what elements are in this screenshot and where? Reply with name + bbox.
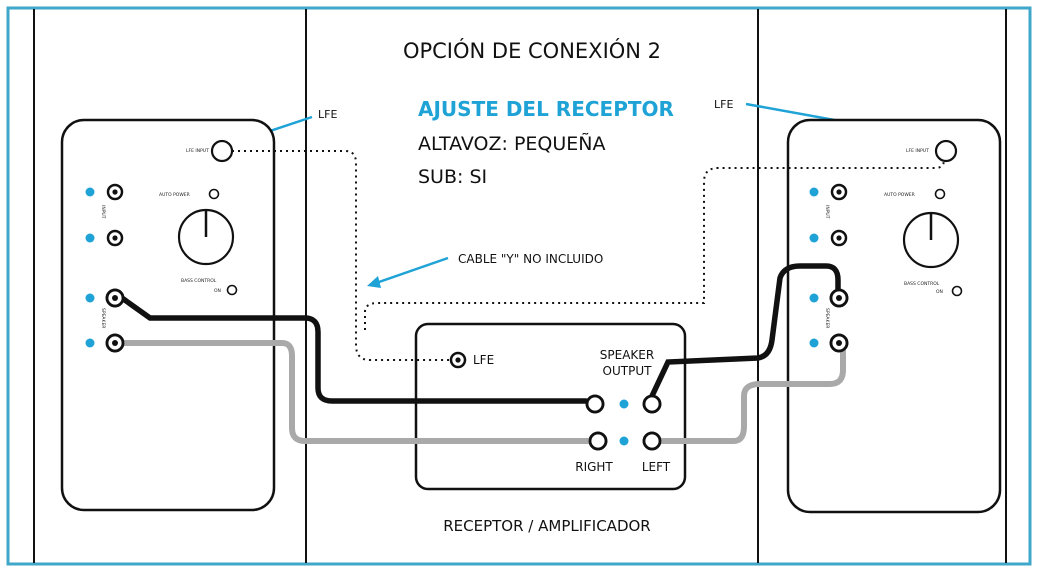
- right-minus-icon: [809, 233, 819, 243]
- right-input-label: INPUT: [824, 205, 830, 219]
- receiver-plus-icon: [619, 399, 629, 409]
- right-input-plus-core: [836, 189, 842, 195]
- right-plus-terminal-top-core: [836, 295, 842, 301]
- left-input-label: INPUT: [100, 205, 106, 219]
- settings-speaker-size: ALTAVOZ: PEQUEÑA: [418, 132, 606, 155]
- left-minus-terminal-top-core: [112, 340, 118, 346]
- right-minus-terminal-top-core: [836, 340, 842, 346]
- page-title: OPCIÓN DE CONEXIÓN 2: [403, 38, 661, 63]
- left-speaker-panel: [60, 118, 276, 512]
- right-speaker-label: SPEAKER: [824, 308, 830, 328]
- callout-lfe-left: LFE: [318, 108, 337, 121]
- receiver-lfe-core: [455, 357, 461, 363]
- left-lfe-input-jack: [210, 139, 234, 163]
- receiver-box: [414, 322, 687, 491]
- left-spk-plus-icon: [85, 293, 95, 303]
- left-on-label: ON: [214, 288, 221, 294]
- right-auto-power-led: [934, 188, 946, 200]
- left-bass-control-label: BASS CONTROL: [181, 278, 217, 284]
- right-plus-icon: [809, 187, 819, 197]
- right-lfe-input-label: LFE INPUT: [906, 148, 929, 154]
- right-auto-power-label: AUTO POWER: [884, 192, 915, 198]
- receiver-lfe-label: LFE: [473, 353, 494, 367]
- receiver-minus-icon: [619, 436, 629, 446]
- left-auto-power-label: AUTO POWER: [159, 192, 190, 198]
- receiver-left-plus-top: [642, 394, 662, 414]
- receiver-right-minus-top: [588, 431, 608, 451]
- y-cable-dotted: [232, 150, 450, 361]
- receiver-speaker-output-1: SPEAKER: [600, 348, 654, 362]
- settings-sub: SUB: SI: [418, 166, 487, 188]
- callout-y-cable: CABLE "Y" NO INCLUIDO: [458, 252, 603, 266]
- receiver-left-minus-top: [642, 431, 662, 451]
- left-plus-terminal-top-core: [112, 295, 118, 301]
- right-spk-minus-icon: [809, 338, 819, 348]
- arrow-y-cable: [367, 256, 449, 288]
- black-cable-left: [119, 295, 589, 404]
- right-on-label: ON: [936, 289, 943, 295]
- receiver-speaker-output-2: OUTPUT: [603, 364, 653, 378]
- grey-cable-right: [657, 347, 846, 444]
- left-minus-icon: [85, 233, 95, 243]
- outer-frame: [6, 6, 1032, 566]
- receiver-caption: RECEPTOR / AMPLIFICADOR: [443, 517, 650, 535]
- right-lfe-input-jack: [934, 139, 958, 163]
- left-input-minus-core: [112, 235, 118, 241]
- left-on-led: [226, 284, 238, 296]
- left-auto-power-led: [208, 188, 220, 200]
- grey-cable-left: [119, 340, 591, 444]
- right-spk-plus-icon: [809, 293, 819, 303]
- receiver-right-plus-top: [585, 394, 605, 414]
- left-input-plus-core: [112, 189, 118, 195]
- left-spk-minus-icon: [85, 338, 95, 348]
- right-speaker-panel: [786, 118, 1002, 514]
- right-bass-control-label: BASS CONTROL: [904, 281, 940, 287]
- y-cable-branch: [364, 159, 945, 330]
- callout-lfe-right: LFE: [714, 98, 733, 111]
- receiver-left-label: LEFT: [642, 460, 671, 474]
- left-plus-icon: [85, 187, 95, 197]
- receiver-right-label: RIGHT: [575, 460, 613, 474]
- right-on-led: [951, 285, 963, 297]
- right-input-minus-core: [836, 235, 842, 241]
- left-speaker-label: SPEAKER: [100, 308, 106, 328]
- left-lfe-input-label: LFE INPUT: [186, 148, 209, 154]
- settings-heading: AJUSTE DEL RECEPTOR: [418, 97, 674, 121]
- black-cable-right: [649, 263, 841, 399]
